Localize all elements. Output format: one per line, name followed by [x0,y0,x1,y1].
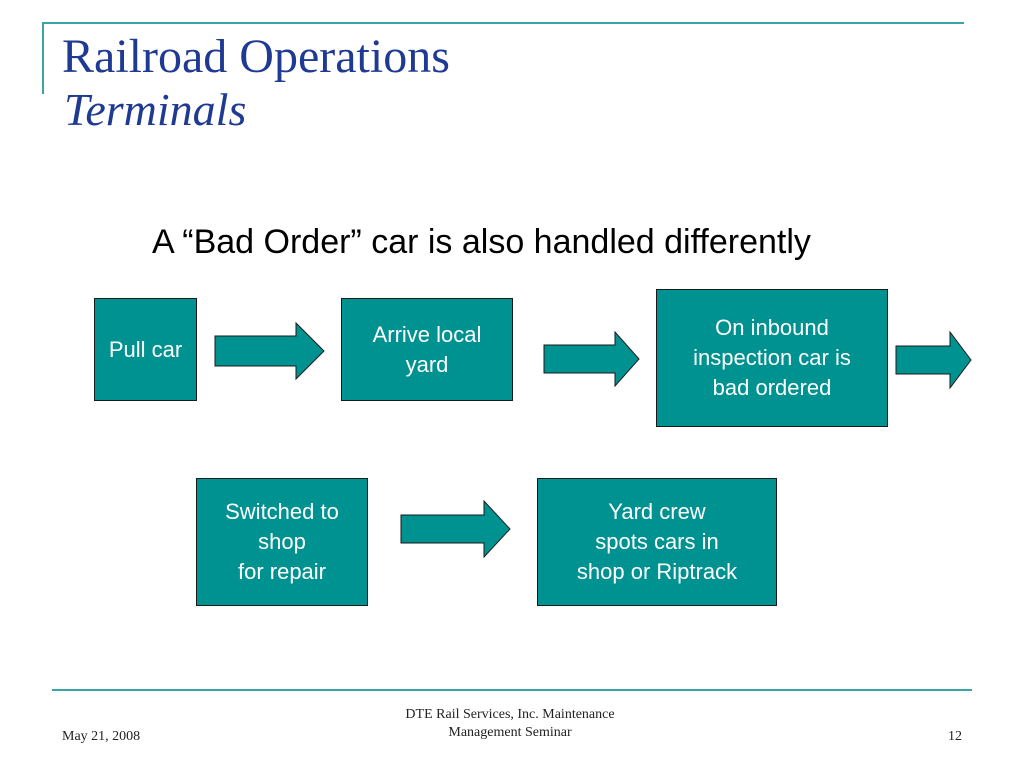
slide-title: Railroad Operations [62,30,450,83]
arrow-right-icon [214,322,325,380]
slide-heading: A “Bad Order” car is also handled differ… [152,223,811,261]
page-number: 12 [948,729,962,744]
step-yard-crew-spots: Yard crew spots cars in shop or Riptrack [537,478,777,606]
step-switched-to-shop: Switched to shop for repair [196,478,368,606]
step-bad-ordered: On inbound inspection car is bad ordered [656,289,888,427]
arrow-right-icon [400,500,511,558]
step-arrive-local-yard: Arrive local yard [341,298,513,401]
top-rule [44,22,964,24]
left-rule [42,22,44,94]
slide-subtitle: Terminals [64,84,247,135]
footer-rule [52,689,972,691]
arrow-right-icon [543,331,640,387]
step-pull-car: Pull car [94,298,197,401]
footer-date: May 21, 2008 [62,729,141,744]
footer-organization: DTE Rail Services, Inc. Maintenance Mana… [405,707,615,740]
arrow-right-icon [895,331,972,389]
